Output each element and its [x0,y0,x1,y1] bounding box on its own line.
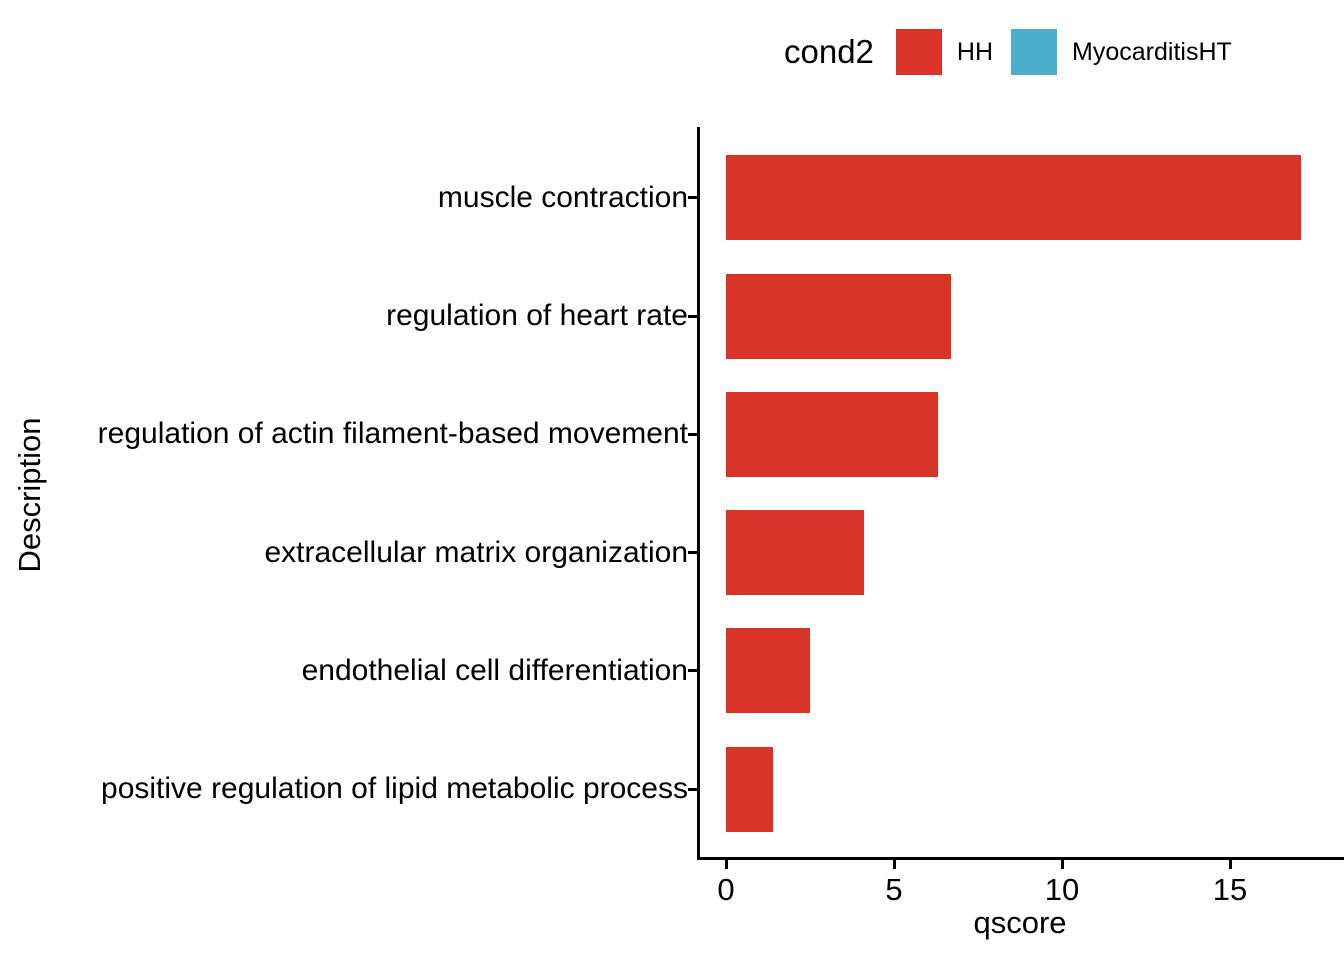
y-axis-title: Description [12,417,47,573]
plot-panel [697,127,1344,860]
y-tick-label-extracellular-matrix-organization: extracellular matrix organization [264,535,688,569]
x-axis-title: qscore [973,905,1067,940]
legend-title: cond2 [784,33,874,70]
x-tick-mark [724,860,728,869]
x-tick-mark [1060,860,1064,869]
x-tick-label-0: 0 [717,872,735,907]
x-tick-label-10: 10 [1044,872,1080,907]
legend-item-myocarditisht: MyocarditisHT [1011,29,1232,75]
bar-extracellular-matrix-organization [726,510,864,596]
legend-swatch-myocarditisht [1011,29,1058,75]
x-tick-label-15: 15 [1212,872,1248,907]
y-tick-label-muscle-contraction: muscle contraction [437,180,688,214]
legend-label-myocarditisht: MyocarditisHT [1072,37,1232,66]
legend-label-hh: HH [956,37,994,66]
bar-regulation-of-actin-filament-based-movement [726,391,938,477]
y-tick-label-regulation-of-heart-rate: regulation of heart rate [386,299,688,333]
y-tick-mark [688,551,697,555]
legend: cond2 HH MyocarditisHT [784,24,1232,80]
bar-positive-regulation-of-lipid-metabolic-process [726,746,774,832]
x-tick-label-5: 5 [885,872,903,907]
bar-endothelial-cell-differentiation [726,628,810,714]
y-tick-mark [688,314,697,318]
y-tick-label-endothelial-cell-differentiation: endothelial cell differentiation [301,653,688,687]
y-tick-mark [688,196,697,200]
bar-regulation-of-heart-rate [726,273,952,359]
legend-item-hh: HH [895,29,994,75]
y-tick-mark [688,432,697,436]
y-tick-label-positive-regulation-of-lipid-metabolic-process: positive regulation of lipid metabolic p… [101,772,688,806]
y-tick-label-regulation-of-actin-filament-based-movement: regulation of actin filament-based movem… [97,417,688,451]
y-tick-mark [688,787,697,791]
x-tick-mark [892,860,896,869]
x-tick-mark [1228,860,1232,869]
legend-swatch-hh [895,29,942,75]
bar-muscle-contraction [726,155,1301,241]
y-tick-mark [688,669,697,673]
